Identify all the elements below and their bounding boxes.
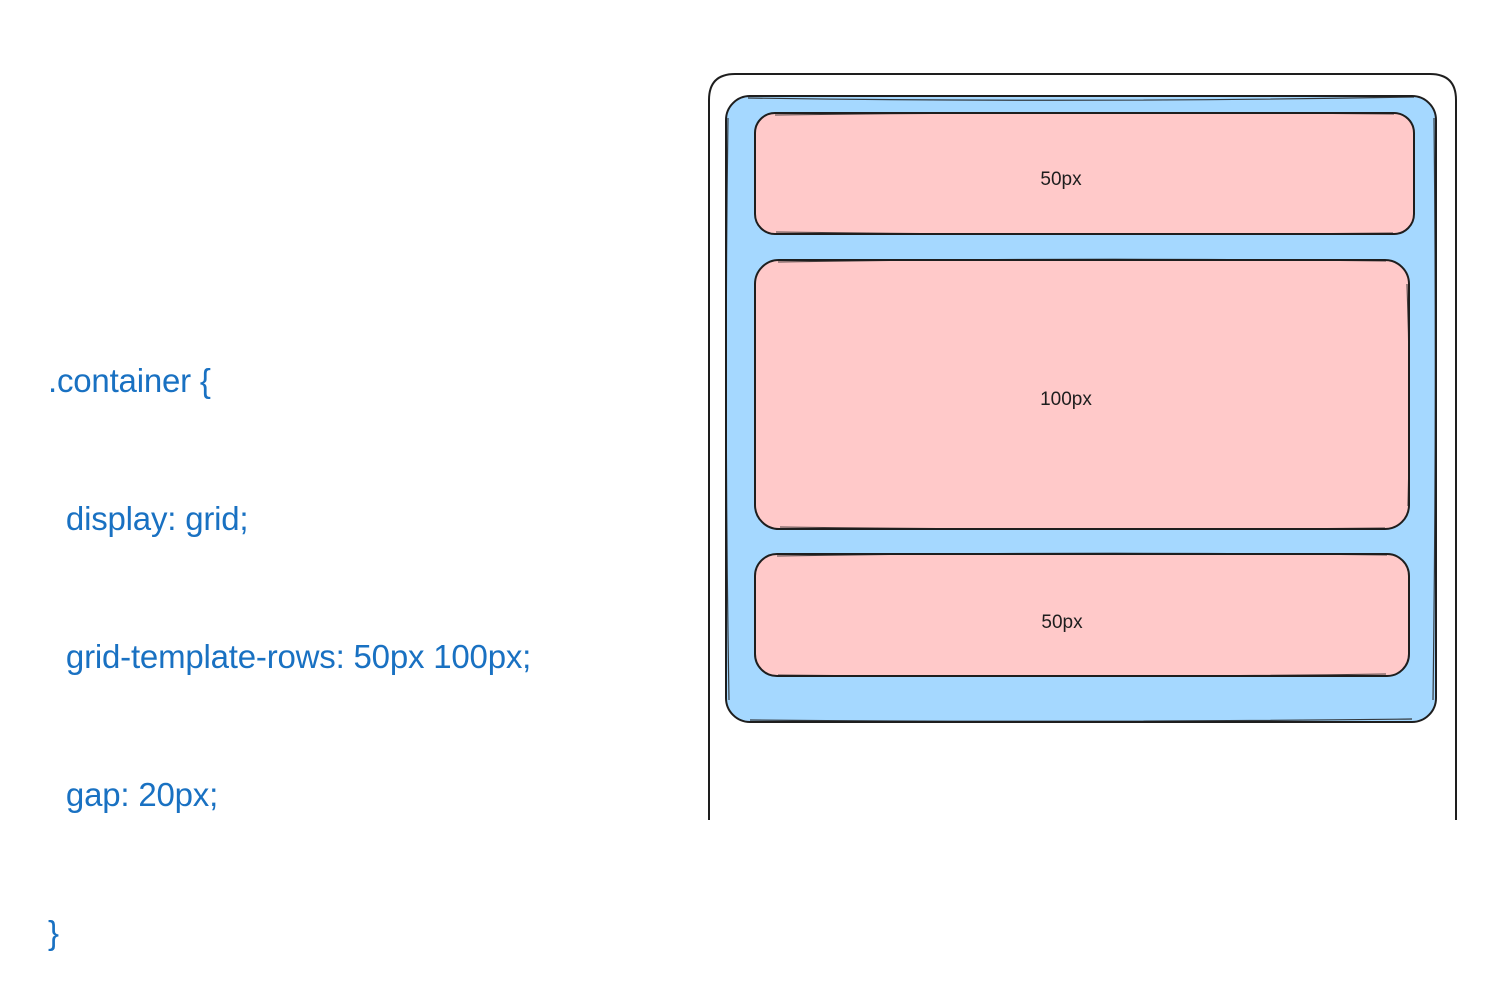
grid-cell-row-1 — [754, 112, 1415, 235]
code-line-grid-template-rows: grid-template-rows: 50px 100px; — [48, 638, 532, 675]
viewport-frame — [708, 73, 1457, 820]
code-line-gap: gap: 20px; — [48, 776, 219, 813]
code-line-closing-brace: } — [48, 914, 59, 951]
grid-diagram: 50px 100px 50px — [708, 73, 1457, 820]
grid-cell-row-2-sketch-line — [777, 258, 1410, 530]
grid-cell-row-1-label: 50px — [1040, 169, 1082, 190]
grid-cell-row-1-sketch-line — [774, 112, 1395, 235]
code-line-display: display: grid; — [48, 500, 249, 537]
grid-container-sketch-line — [725, 96, 1436, 722]
grid-cell-row-3-sketch-line — [776, 552, 1388, 677]
code-line-selector: .container { — [48, 362, 211, 399]
grid-cell-row-3-label: 50px — [1041, 612, 1083, 633]
grid-cell-row-2-label: 100px — [1040, 389, 1092, 410]
